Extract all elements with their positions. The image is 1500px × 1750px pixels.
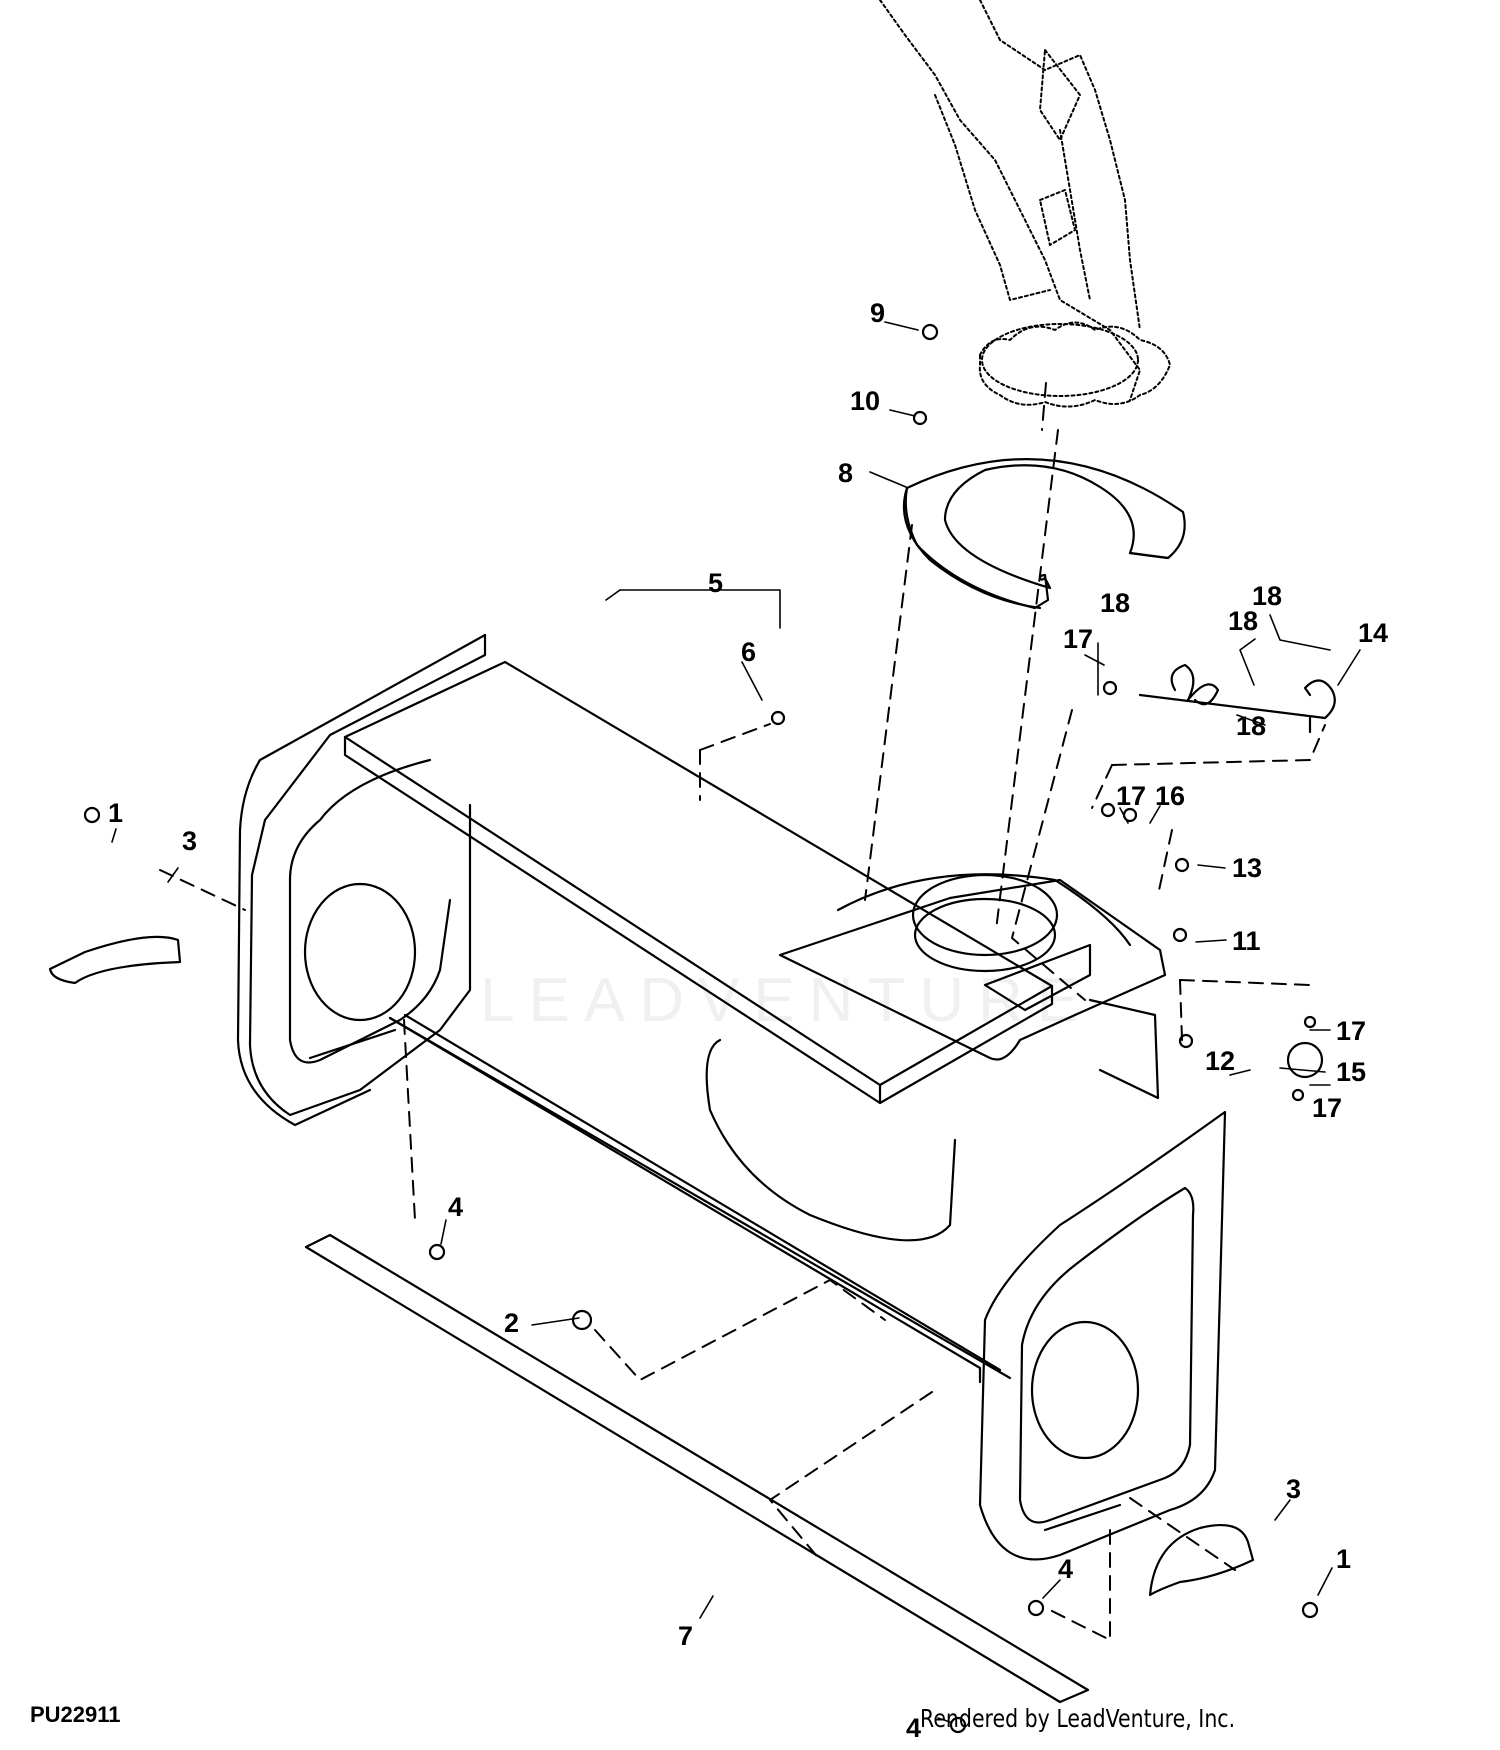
callout-leaders: [111, 321, 1361, 1723]
callout-17: 17: [1312, 1093, 1342, 1123]
callout-4: 4: [1058, 1554, 1073, 1584]
callout-11: 11: [1232, 926, 1261, 956]
skid-shoe-right: [1148, 1524, 1255, 1597]
callout-3: 3: [182, 826, 197, 856]
callout-9: 9: [870, 298, 885, 328]
callout-15: 15: [1336, 1057, 1366, 1087]
callout-4: 4: [906, 1713, 921, 1743]
callout-3: 3: [1286, 1474, 1301, 1504]
scraper-bar: [304, 1233, 1090, 1704]
assembly-guide-lines: [159, 382, 1326, 1641]
callout-18: 18: [1252, 581, 1282, 611]
callout-2: 2: [504, 1308, 519, 1338]
callout-18: 18: [1100, 588, 1130, 618]
callout-17: 17: [1063, 624, 1093, 654]
callout-13: 13: [1232, 853, 1262, 883]
watermark: LEADVENTURE: [480, 966, 1093, 1035]
callout-6: 6: [741, 637, 756, 667]
discharge-chute-ghost: [879, 0, 1171, 408]
chute-ring-plate: [902, 458, 1186, 610]
callout-18: 18: [1228, 606, 1258, 636]
callout-17: 17: [1336, 1016, 1366, 1046]
skid-shoe-left: [48, 935, 182, 985]
callout-17: 17: [1116, 781, 1146, 811]
callout-labels: 1 3 5 6 9 10 8 18 17 18 18 14 18 17 16 1…: [108, 298, 1388, 1743]
hardware-markers: [83, 323, 1324, 1734]
callout-8: 8: [838, 458, 853, 488]
render-credit: Rendered by LeadVenture, Inc.: [920, 1704, 1236, 1733]
callout-14: 14: [1358, 618, 1388, 648]
ring-plate-edge: [1128, 551, 1170, 560]
callout-4: 4: [448, 1192, 463, 1222]
callout-1: 1: [1336, 1544, 1351, 1574]
callout-1: 1: [108, 798, 123, 828]
callout-10: 10: [850, 386, 880, 416]
callout-12: 12: [1205, 1046, 1235, 1076]
diagram-id: PU22911: [30, 1702, 121, 1727]
callout-5: 5: [708, 568, 723, 598]
callout-18: 18: [1236, 711, 1266, 741]
callout-16: 16: [1155, 781, 1185, 811]
auger-housing: [236, 633, 1227, 1561]
callout-7: 7: [678, 1621, 693, 1651]
chute-crank-rod: [1138, 663, 1336, 734]
